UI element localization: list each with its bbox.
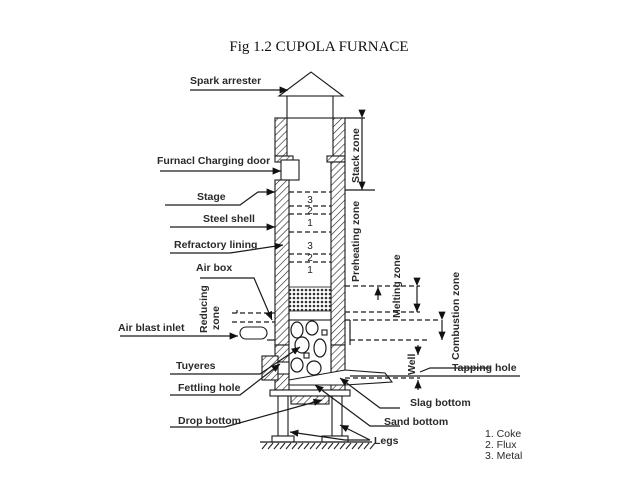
ground-hatch-tick (291, 442, 298, 450)
legend-item: 2. Flux (485, 439, 517, 451)
leader-lines (120, 86, 490, 441)
ground-hatch-tick (267, 442, 274, 450)
ground-hatch-tick (309, 442, 316, 450)
tapping-spout (288, 369, 394, 386)
ground-hatch-tick (303, 442, 310, 450)
label-stack-zone: Stack zone (350, 128, 362, 183)
label-sand-bottom: Sand bottom (384, 416, 448, 428)
ground-hatch-tick (363, 442, 370, 450)
label-spark-arrester: Spark arrester (190, 75, 261, 87)
stage-number: 2 (307, 206, 313, 217)
label-tapping-hole: Tapping hole (452, 362, 517, 374)
ground-hatch-tick (321, 442, 328, 450)
drop-bottom-door (290, 395, 330, 405)
zone-markers (345, 109, 520, 390)
ground-hatch-tick (279, 442, 286, 450)
label-charging-door: Furnacl Charging door (157, 155, 270, 167)
label-tuyeres: Tuyeres (176, 360, 216, 372)
label-combustion-zone: Combustion zone (450, 272, 462, 360)
label-preheating-zone: Preheating zone (350, 201, 362, 282)
ground-hatch-tick (273, 442, 280, 450)
label-melting-zone: Melting zone (391, 254, 403, 318)
stage-number: 3 (307, 241, 313, 252)
base-plate (269, 389, 351, 397)
ground-hatch-tick (333, 442, 340, 450)
figure-title: Fig 1.2 CUPOLA FURNACE (229, 39, 409, 55)
charging-door (280, 159, 300, 181)
ground-hatch-tick (315, 442, 322, 450)
ground-hatch-tick (369, 442, 376, 450)
legend-item: 3. Metal (485, 450, 522, 462)
ground-hatch-tick (297, 442, 304, 450)
legend-item: 1. Coke (485, 428, 521, 440)
ground-hatch (261, 442, 376, 450)
label-stage: Stage (197, 191, 226, 203)
label-slag-bottom: Slag bottom (410, 397, 471, 409)
label-air-blast-inlet: Air blast inlet (118, 322, 185, 334)
label-legs: Legs (374, 435, 399, 447)
stage-number: 3 (307, 195, 313, 206)
air-box (232, 312, 275, 341)
melting-charge (288, 286, 332, 312)
ground-hatch-tick (327, 442, 334, 450)
ground-hatch-tick (261, 442, 268, 450)
label-refractory-lining: Refractory lining (174, 239, 257, 251)
stage-number: 1 (307, 265, 313, 276)
stage-number: 2 (307, 253, 313, 264)
label-drop-bottom: Drop bottom (178, 415, 241, 427)
label-reducing-zone: Reducing (198, 285, 210, 333)
ground-hatch-tick (351, 442, 358, 450)
stage-lines (289, 191, 331, 263)
spark-arrester (277, 71, 345, 119)
label-air-box: Air box (196, 262, 232, 274)
label-well: Well (406, 354, 418, 375)
ground-hatch-tick (285, 442, 292, 450)
stage-number: 1 (307, 218, 313, 229)
label-fettling-hole: Fettling hole (178, 382, 241, 394)
ground-hatch-tick (345, 442, 352, 450)
ground-hatch-tick (357, 442, 364, 450)
label-steel-shell: Steel shell (203, 213, 255, 225)
label-reducing-zone-2: zone (210, 306, 222, 330)
ground-hatch-tick (339, 442, 346, 450)
